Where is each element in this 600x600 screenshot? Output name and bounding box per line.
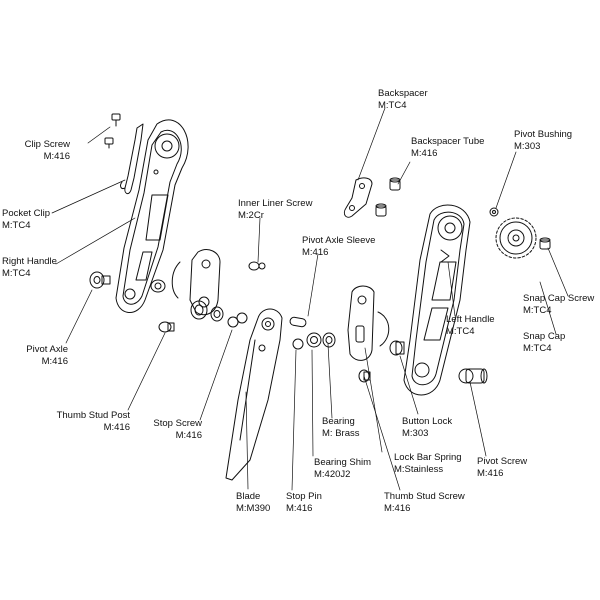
clip-screws [104, 113, 121, 149]
label-pivot-bushing: Pivot Bushing M:303 [514, 129, 573, 152]
label-blade: Blade M:M390 [236, 491, 271, 514]
label-pocket-clip: Pocket Clip M:TC4 [2, 208, 51, 231]
label-snap-cap-screw: Snap Cap Screw M:TC4 [523, 293, 595, 316]
thumb-stud-screw [358, 369, 371, 383]
inner-liner [150, 249, 221, 316]
label-left-handle: Left Handle M:TC4 [446, 314, 495, 337]
label-right-handle: Right Handle M:TC4 [2, 256, 57, 279]
backspacer [343, 177, 373, 218]
label-thumb-stud-post: Thumb Stud Post M:416 [56, 410, 130, 433]
washers-stop-screw [190, 300, 248, 328]
lock-bar [347, 285, 390, 361]
label-snap-cap: Snap Cap M:TC4 [523, 331, 566, 354]
label-lock-bar-spring: Lock Bar Spring M:Stainless [394, 452, 462, 475]
blade [225, 308, 283, 481]
label-button-lock: Button Lock M:303 [402, 416, 453, 439]
label-stop-screw: Stop Screw M:416 [153, 418, 202, 441]
label-stop-pin: Stop Pin M:416 [286, 491, 322, 514]
label-inner-liner-screw: Inner Liner Screw M:2Cr [238, 198, 313, 221]
inner-liner-screw [248, 261, 266, 271]
left-handle [403, 204, 471, 396]
snap-cap-screw [539, 237, 551, 250]
label-backspacer: Backspacer M:TC4 [378, 88, 428, 111]
label-pivot-axle: Pivot Axle M:416 [26, 344, 68, 367]
label-pivot-screw: Pivot Screw M:416 [477, 456, 528, 479]
pivot-bushing [489, 207, 499, 217]
pivot-screw [458, 368, 488, 384]
right-handle [115, 119, 189, 313]
label-clip-screw: Clip Screw M:416 [24, 139, 70, 162]
label-pivot-axle-sleeve: Pivot Axle Sleeve M:416 [302, 235, 376, 258]
snap-cap [495, 217, 537, 259]
thumb-stud-post [158, 321, 175, 333]
label-backspacer-tube: Backspacer Tube M:416 [411, 136, 485, 159]
label-bearing-shim: Bearing Shim M:420J2 [314, 457, 372, 480]
label-thumb-stud-screw: Thumb Stud Screw M:416 [384, 491, 465, 514]
bearing-shim-stack [292, 332, 336, 350]
backspacer-tubes [375, 177, 401, 217]
pivot-axle [89, 271, 111, 289]
pocket-clip [120, 123, 144, 195]
label-bearing: Bearing M: Brass [322, 416, 360, 439]
pivot-axle-sleeve [289, 316, 307, 328]
button-lock [389, 340, 405, 356]
